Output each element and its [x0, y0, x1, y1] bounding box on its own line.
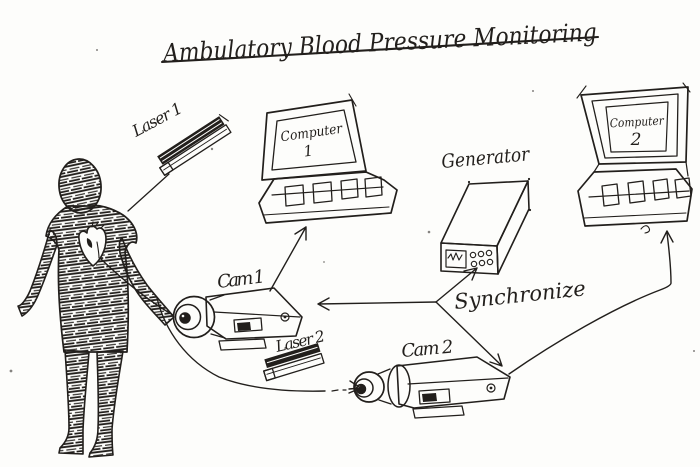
camera1-device	[172, 287, 303, 351]
synchronize-label: Synchronize	[453, 276, 587, 314]
title-underline	[160, 35, 600, 64]
person-left-leg	[58, 349, 90, 455]
cam2-to-computer2-arrow	[508, 230, 674, 375]
sync-line-to-generator	[435, 267, 478, 303]
laptop2-computer	[576, 82, 693, 234]
ink-specks	[9, 49, 695, 373]
camera1-lens-icon	[179, 312, 191, 324]
generator-waveform-icon	[447, 252, 463, 261]
generator-device	[440, 177, 532, 275]
sync-arrow-to-cam1	[317, 297, 437, 311]
computer1-label: Computer	[280, 121, 345, 146]
person-right-leg	[88, 350, 124, 458]
laser1-label: Laser 1	[128, 98, 185, 141]
laser2-device	[263, 342, 325, 382]
cam1-label: Cam 1	[216, 266, 266, 293]
person-left-arm	[17, 229, 58, 317]
heart-to-cam1-line	[100, 258, 174, 316]
laser1-device	[157, 114, 232, 176]
laser1-beam-line	[127, 173, 170, 212]
laptop1-computer	[258, 93, 398, 224]
computer1-number: 1	[302, 141, 314, 160]
camera2-device	[353, 356, 511, 419]
generator-label: Generator	[441, 143, 532, 173]
hand-to-cam2-arrow	[156, 297, 362, 394]
computer2-label: Computer	[609, 114, 665, 131]
person-right-arm	[118, 237, 175, 326]
cam2-label: Cam 2	[401, 337, 455, 362]
cam1-to-computer1-arrow	[269, 226, 307, 292]
person-figure	[17, 158, 175, 458]
page-title: Ambulatory Blood Pressure Monitoring	[161, 17, 598, 67]
heart-icon	[78, 221, 107, 267]
computer2-number: 2	[630, 130, 642, 150]
sync-arrow-to-cam2	[435, 301, 503, 367]
